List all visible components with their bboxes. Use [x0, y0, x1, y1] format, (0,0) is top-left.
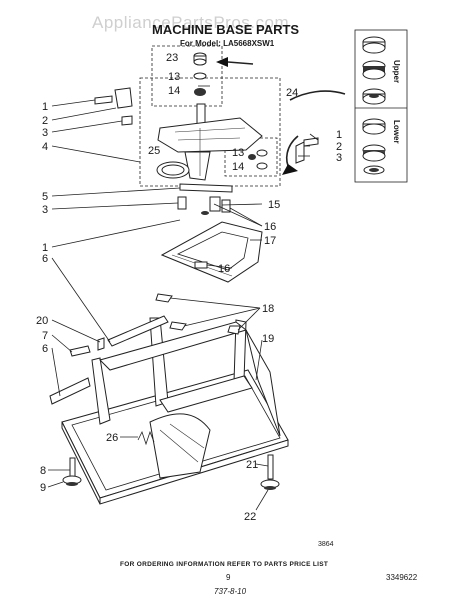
upper-bearing-stack: [362, 36, 386, 105]
callout-18: 18: [262, 303, 274, 315]
upper-kit-label: Upper: [392, 60, 401, 83]
bearing-kit-panel: Upper Lower: [354, 29, 408, 183]
arrow-upper-kit: [227, 61, 254, 65]
callout-3-lower: 3: [42, 204, 48, 216]
arrow-24: [289, 90, 346, 101]
left-leveling-leg: [62, 457, 82, 486]
callout-1-right: 1: [336, 129, 342, 141]
callout-16-lower: 16: [218, 263, 230, 275]
side-rails: [49, 315, 169, 405]
callout-20: 20: [36, 315, 48, 327]
callout-26: 26: [106, 432, 118, 444]
page-number: 9: [226, 573, 231, 582]
machine-frame: [61, 317, 289, 505]
ordering-note: FOR ORDERING INFORMATION REFER TO PARTS …: [120, 561, 328, 568]
callout-15: 15: [268, 199, 280, 211]
upper-bearing-parts: [193, 52, 207, 96]
arrow-lower-head: [282, 164, 298, 175]
callout-2: 2: [42, 115, 48, 127]
callout-25: 25: [148, 145, 160, 157]
leader-lines: [47, 85, 319, 511]
callout-16: 16: [264, 221, 276, 233]
callout-3: 3: [42, 127, 48, 139]
lower-kit-label: Lower: [392, 120, 401, 144]
model-label: For Model: LA5668XSW1: [180, 39, 275, 48]
center-bracket-parts: [177, 183, 233, 215]
callout-19: 19: [262, 333, 274, 345]
callout-4: 4: [42, 141, 48, 153]
snubber-plate: [160, 221, 263, 283]
callout-8: 8: [40, 465, 46, 477]
upper-right-fasteners: [295, 137, 319, 164]
callout-2-right: 2: [336, 141, 342, 153]
callout-6: 6: [42, 253, 48, 265]
callout-1-mid: 1: [42, 242, 48, 254]
upper-bearing-callout-box: [151, 45, 223, 107]
callout-14-upper: 14: [168, 85, 180, 97]
diagram-title: MACHINE BASE PARTS: [152, 22, 299, 37]
snubber-ring-inner: [161, 164, 185, 176]
callout-23: 23: [166, 52, 178, 64]
callout-21: 21: [246, 459, 258, 471]
drawing-number: 3864: [318, 541, 334, 548]
callout-13-upper: 13: [168, 71, 180, 83]
callout-14-lower: 14: [232, 161, 244, 173]
callout-7: 7: [42, 330, 48, 342]
callout-22: 22: [244, 511, 256, 523]
callout-24: 24: [286, 87, 298, 99]
spring-26: [137, 430, 155, 446]
callout-17: 17: [264, 235, 276, 247]
callout-3-right: 3: [336, 152, 342, 164]
center-post-assembly: [157, 103, 263, 181]
callout-6-lower: 6: [42, 343, 48, 355]
callout-1: 1: [42, 101, 48, 113]
lower-bearing-parts: [248, 149, 268, 170]
callout-5: 5: [42, 191, 48, 203]
frame-caps: [155, 293, 241, 335]
lower-bearing-stack: [362, 118, 386, 175]
upper-left-fasteners: [94, 87, 133, 126]
right-leveling-leg: [260, 454, 280, 490]
handwritten-code: 737-8-10: [214, 587, 247, 596]
part-number: 3349622: [386, 573, 418, 582]
callout-numbers: 1 2 3 4 25 23 13 14 24 13 14 1 2 3 5 3 1…: [36, 52, 342, 523]
arrow-upper-head: [216, 57, 228, 67]
callout-13-lower: 13: [232, 147, 244, 159]
callout-9: 9: [40, 482, 46, 494]
watermark: AppliancePartsPros.com: [92, 13, 289, 32]
